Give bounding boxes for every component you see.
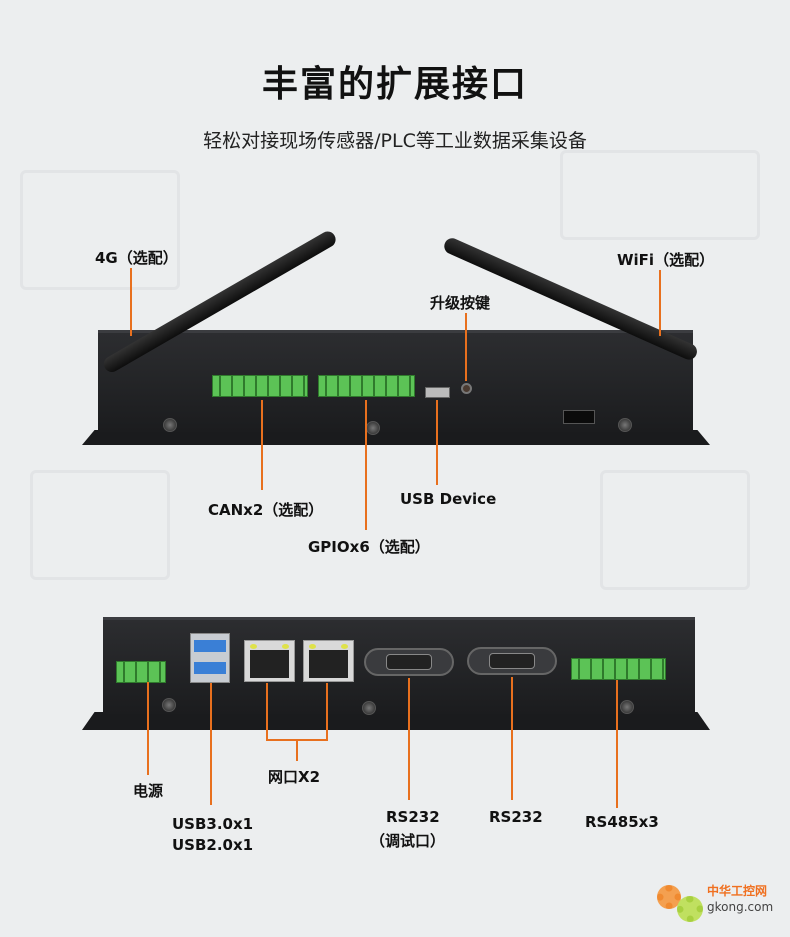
callout-line: [616, 680, 618, 808]
label-usb2: USB2.0x1: [172, 836, 254, 854]
watermark-cn: 中华工控网: [707, 884, 768, 898]
circuit-pattern: [560, 150, 760, 240]
callout-line: [210, 683, 212, 805]
callout-line: [465, 313, 467, 381]
circuit-pattern: [30, 470, 170, 580]
callout-line: [261, 400, 263, 490]
screw-icon: [366, 421, 380, 435]
label-power: 电源: [133, 782, 164, 800]
label-gpio: GPIOx6（选配）: [308, 538, 430, 556]
rs232-debug-port: [364, 648, 454, 676]
circuit-pattern: [20, 170, 180, 290]
label-can: CANx2（选配）: [208, 501, 324, 519]
label-rs232-debug-note: （调试口）: [370, 832, 446, 850]
callout-line: [147, 682, 149, 775]
power-terminal: [116, 661, 166, 683]
watermark-logo: 中华工控网 gkong.com: [655, 880, 785, 925]
gpio-terminal: [318, 375, 415, 397]
screw-icon: [163, 418, 177, 432]
gear-icon: [677, 896, 703, 922]
label-upgrade: 升级按键: [430, 294, 491, 312]
screw-icon: [162, 698, 176, 712]
label-rs485: RS485x3: [585, 813, 659, 831]
callout-line: [436, 400, 438, 485]
label-usb-device: USB Device: [400, 490, 497, 508]
slot: [563, 410, 595, 424]
usb-port-stack: [190, 633, 230, 683]
callout-line: [326, 683, 328, 741]
screw-icon: [620, 700, 634, 714]
page-title: 丰富的扩展接口: [261, 64, 528, 105]
rs485-terminal: [571, 658, 666, 680]
micro-usb-port: [425, 387, 450, 398]
circuit-pattern: [600, 470, 750, 590]
label-4g: 4G（选配）: [95, 249, 178, 267]
upgrade-button: [461, 383, 472, 394]
label-rs232: RS232: [489, 808, 543, 826]
callout-line: [266, 683, 268, 741]
callout-line: [296, 739, 298, 761]
device-flange: [82, 430, 710, 445]
ethernet-port: [244, 640, 295, 682]
screw-icon: [362, 701, 376, 715]
label-rs232-debug: RS232: [386, 808, 440, 826]
label-usb3: USB3.0x1: [172, 815, 254, 833]
callout-line: [408, 678, 410, 800]
callout-line: [511, 677, 513, 800]
can-terminal: [212, 375, 308, 397]
device-flange: [82, 712, 710, 730]
screw-icon: [618, 418, 632, 432]
label-ethernet: 网口X2: [268, 768, 321, 786]
page-subtitle: 轻松对接现场传感器/PLC等工业数据采集设备: [203, 130, 587, 152]
label-wifi: WiFi（选配）: [617, 251, 715, 269]
watermark-site: gkong.com: [707, 900, 774, 914]
rs232-port: [467, 647, 557, 675]
callout-line: [365, 400, 367, 530]
callout-line: [659, 270, 661, 336]
ethernet-port: [303, 640, 354, 682]
callout-line: [130, 268, 132, 336]
